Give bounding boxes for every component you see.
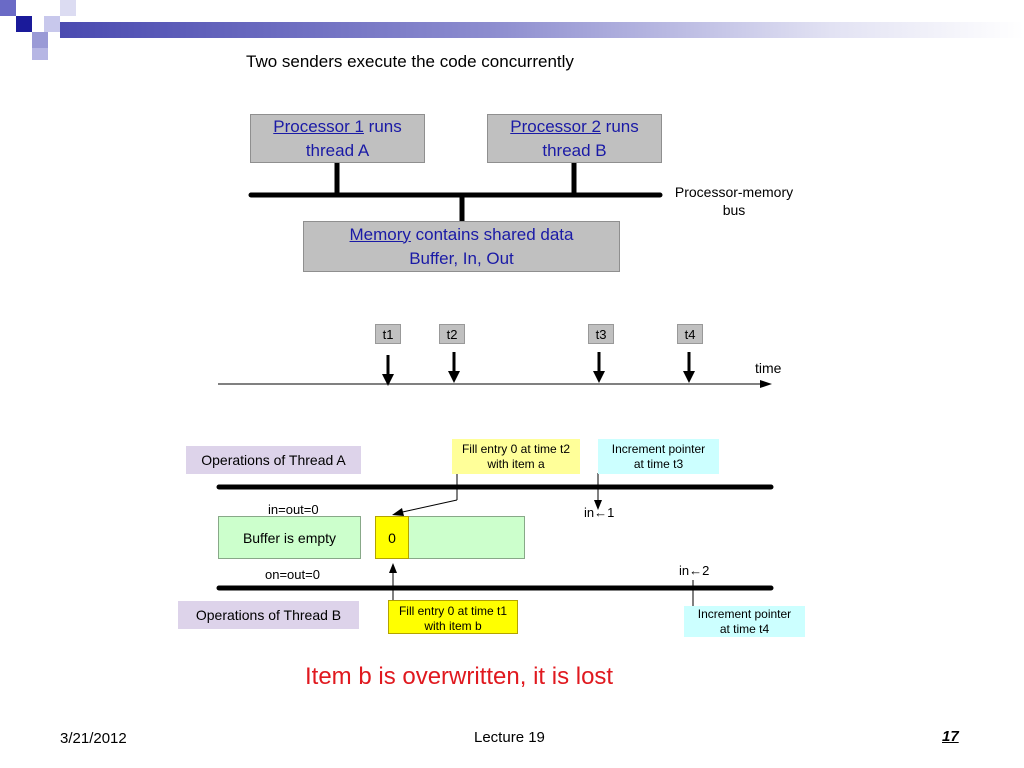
deco-square [32,48,48,60]
thread-a-increment-note-line1: Increment pointer [611,442,706,456]
time-label-t2: t2 [439,324,465,344]
memory-box: Memory contains shared data Buffer, In, … [303,221,620,272]
thread-b-fill-arrow [389,563,397,600]
conclusion-text: Item b is overwritten, it is lost [305,663,614,690]
time-arrow-t4 [683,352,695,383]
thread-b-label: Operations of Thread B [178,601,359,629]
time-label-t3: t3 [588,324,614,344]
thread-b-fill-note-line2: with item b [424,619,482,633]
footer-lecture: Lecture 19 [474,729,545,746]
deco-square [0,0,16,16]
footer-date: 3/21/2012 [60,730,127,747]
deco-square [60,0,76,16]
memory-link[interactable]: Memory [349,224,411,244]
memory-contents: Buffer, In, Out [409,248,514,268]
thread-b-increment-note: Increment pointer at time t4 [684,606,805,637]
processor-2-text: runs [600,116,639,136]
processor-2-box: Processor 2 runs thread B [487,114,662,163]
processor-2-link[interactable]: Processor 2 [510,116,601,136]
time-arrow-t1 [382,355,394,386]
thread-b-increment-note-line1: Increment pointer [697,607,792,621]
page-number: 17 [942,728,959,745]
time-label-t4: t4 [677,324,703,344]
time-arrow-t2 [448,352,460,383]
processor-1-link[interactable]: Processor 1 [273,116,364,136]
empty-buffer-label: Buffer is empty [242,529,337,546]
thread-a-increment-note-line2: at time t3 [633,457,684,471]
thread-a-fill-arrow [392,473,458,516]
buffer-state-top: in=out=0 [268,502,319,517]
thread-a-fill-note: Fill entry 0 at time t2 with item a [452,439,580,474]
processor-2-thread: thread B [542,140,607,160]
time-label-t1: t1 [375,324,401,344]
time-axis-label: time [755,360,782,376]
empty-buffer-box: Buffer is empty [218,516,361,559]
thread-b-fill-note: Fill entry 0 at time t1 with item b [388,600,518,634]
thread-a-increment-arrow [594,473,602,510]
thread-b-increment-note-line2: at time t4 [719,622,770,636]
thread-a-fill-note-line1: Fill entry 0 at time t2 [461,442,571,456]
thread-a-fill-note-line2: with item a [487,457,545,471]
bus-label-line2: bus [722,202,746,218]
memory-text: contains shared data [410,224,574,244]
time-axis-arrowhead [760,380,772,388]
processor-1-text: runs [363,116,402,136]
deco-square [32,32,48,48]
deco-square [44,16,60,32]
bus-label: Processor-memory bus [664,183,804,219]
time-arrow-t3 [593,352,605,383]
thread-a-increment-note: Increment pointer at time t3 [598,439,719,474]
slide-title: Two senders execute the code concurrentl… [246,52,574,71]
processor-1-box: Processor 1 runs thread A [250,114,425,163]
thread-b-fill-note-line1: Fill entry 0 at time t1 [398,604,508,618]
bus-label-line1: Processor-memory [674,184,794,200]
buffer-entry-0: 0 [375,516,409,559]
thread-a-label: Operations of Thread A [186,446,361,474]
processor-1-thread: thread A [305,140,370,160]
deco-square [16,16,32,32]
thread-a-in-update: in←1 [584,505,615,520]
thread-b-in-update: in←2 [679,563,710,578]
buffer-state-bottom: on=out=0 [265,567,320,582]
header-gradient-bar [60,22,1024,38]
buffer-entry-0-label: 0 [388,529,396,546]
